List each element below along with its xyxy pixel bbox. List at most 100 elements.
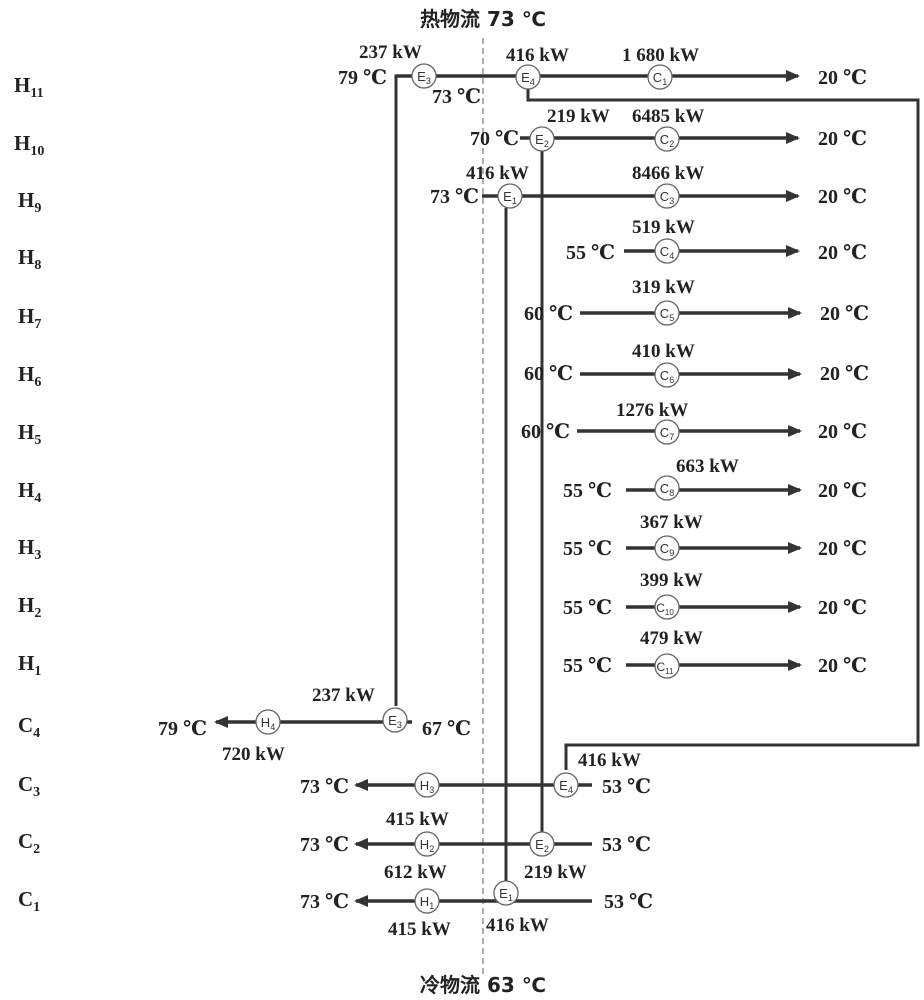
exchanger-circle bbox=[654, 535, 680, 561]
duty-label: 416 kW bbox=[486, 915, 549, 936]
temperature-label: 20 ℃ bbox=[818, 242, 867, 264]
connection-e3 bbox=[394, 74, 412, 706]
duty-label: 219 kW bbox=[547, 106, 610, 127]
duty-label: 663 kW bbox=[676, 456, 739, 477]
duty-label: 415 kW bbox=[388, 919, 451, 940]
exchanger-circle bbox=[255, 709, 281, 735]
duty-label: 720 kW bbox=[222, 744, 285, 765]
cooler-c11: C11 bbox=[654, 653, 680, 679]
duty-label: 416 kW bbox=[578, 750, 641, 771]
temperature-label: 55 ℃ bbox=[566, 242, 615, 264]
exchanger-e1-cold: E1 bbox=[493, 880, 519, 906]
duty-label: 237 kW bbox=[312, 685, 375, 706]
exchanger-label: C7 bbox=[660, 425, 674, 442]
exchanger-circle bbox=[654, 300, 680, 326]
stream-label-h4: H4 bbox=[18, 478, 41, 506]
exchanger-circle bbox=[553, 772, 579, 798]
temperature-label: 79 ℃ bbox=[338, 67, 387, 89]
exchanger-e1-hot: E1 bbox=[497, 183, 523, 209]
cooler-c4: C4 bbox=[654, 238, 680, 264]
exchanger-label: C9 bbox=[660, 541, 674, 558]
exchanger-circle bbox=[529, 831, 555, 857]
connection-e4 bbox=[526, 89, 920, 770]
exchanger-circle bbox=[654, 362, 680, 388]
cooler-c8: C8 bbox=[654, 475, 680, 501]
exchanger-label: E2 bbox=[535, 837, 549, 854]
exchanger-label: H4 bbox=[261, 715, 275, 732]
exchanger-e4-cold: E4 bbox=[553, 772, 579, 798]
exchanger-circle bbox=[414, 888, 440, 914]
exchanger-circle bbox=[654, 475, 680, 501]
temperature-label: 20 ℃ bbox=[818, 597, 867, 619]
stream-label-h10: H10 bbox=[14, 131, 44, 159]
duty-label: 237 kW bbox=[359, 42, 422, 63]
duty-label: 1276 kW bbox=[616, 400, 688, 421]
exchanger-label: E1 bbox=[503, 189, 517, 206]
stream-label-h2: H2 bbox=[18, 593, 41, 621]
cooler-c2: C2 bbox=[654, 126, 680, 152]
duty-label: 612 kW bbox=[384, 862, 447, 883]
exchanger-label: E4 bbox=[521, 70, 535, 87]
temperature-labels: 79 ℃ 73 ℃ 20 ℃ 70 ℃ 20 ℃ 73 ℃ 20 ℃ 55 ℃ … bbox=[158, 67, 869, 913]
exchanger-label: C1 bbox=[653, 70, 667, 87]
exchanger-label: C6 bbox=[660, 368, 674, 385]
temperature-label: 73 ℃ bbox=[300, 776, 349, 798]
temperature-label: 53 ℃ bbox=[602, 776, 651, 798]
temperature-label: 55 ℃ bbox=[563, 655, 612, 677]
hot-stream-lines bbox=[396, 70, 802, 671]
cooler-c6: C6 bbox=[654, 362, 680, 388]
heater-h2: H2 bbox=[414, 831, 440, 857]
temperature-label: 20 ℃ bbox=[818, 421, 867, 443]
exchanger-circle bbox=[529, 126, 555, 152]
temperature-label: 79 ℃ bbox=[158, 718, 207, 740]
temperature-label: 20 ℃ bbox=[818, 128, 867, 150]
cooler-c5: C5 bbox=[654, 300, 680, 326]
cooler-c10: C10 bbox=[654, 594, 680, 620]
duty-label: 410 kW bbox=[632, 341, 695, 362]
stream-label-h5: H5 bbox=[18, 420, 41, 448]
stream-label-h7: H7 bbox=[18, 304, 41, 332]
stream-label-h1: H1 bbox=[18, 651, 41, 679]
temperature-label: 60 ℃ bbox=[524, 363, 573, 385]
exchanger-e3-cold: E3 bbox=[382, 707, 408, 733]
exchanger-label: C5 bbox=[660, 306, 674, 323]
cooler-c1: C1 bbox=[647, 64, 673, 90]
exchanger-circle bbox=[654, 238, 680, 264]
temperature-label: 55 ℃ bbox=[563, 597, 612, 619]
exchanger-circle bbox=[414, 772, 440, 798]
temperature-label: 20 ℃ bbox=[818, 655, 867, 677]
duty-label: 479 kW bbox=[640, 628, 703, 649]
exchanger-label: E4 bbox=[559, 778, 573, 795]
exchanger-label: H3 bbox=[420, 778, 434, 795]
heater-h4: H4 bbox=[255, 709, 281, 735]
exchanger-label: C8 bbox=[660, 481, 674, 498]
exchanger-label: H2 bbox=[420, 837, 434, 854]
hot-stream-pinch-title: 热物流 73 ℃ bbox=[420, 7, 546, 31]
exchanger-circle bbox=[411, 63, 437, 89]
heater-h1: H1 bbox=[414, 888, 440, 914]
temperature-label: 20 ℃ bbox=[818, 67, 867, 89]
temperature-label: 73 ℃ bbox=[300, 891, 349, 913]
exchanger-circle bbox=[515, 64, 541, 90]
exchanger-label: E1 bbox=[499, 886, 513, 903]
temperature-label: 73 ℃ bbox=[432, 86, 481, 108]
duty-label: 6485 kW bbox=[632, 106, 704, 127]
exchanger-circle bbox=[382, 707, 408, 733]
exchanger-circle bbox=[497, 183, 523, 209]
stream-label-h3: H3 bbox=[18, 535, 41, 563]
temperature-label: 20 ℃ bbox=[818, 480, 867, 502]
heat-duty-labels: 237 kW 416 kW 1 680 kW 219 kW 6485 kW 41… bbox=[222, 42, 739, 940]
exchanger-label: C4 bbox=[660, 244, 674, 261]
duty-label: 319 kW bbox=[632, 277, 695, 298]
exchanger-e3-hot: E3 bbox=[411, 63, 437, 89]
temperature-label: 60 ℃ bbox=[524, 303, 573, 325]
duty-label: 519 kW bbox=[632, 217, 695, 238]
temperature-label: 20 ℃ bbox=[820, 303, 869, 325]
exchanger-circle bbox=[654, 594, 680, 620]
exchanger-nodes: E3 E4 C1 E2 C2 bbox=[255, 63, 680, 914]
stream-label-c1: C1 bbox=[18, 887, 40, 915]
duty-label: 219 kW bbox=[524, 862, 587, 883]
temperature-label: 20 ℃ bbox=[818, 538, 867, 560]
exchanger-e2-hot: E2 bbox=[529, 126, 555, 152]
exchanger-label: C11 bbox=[657, 660, 675, 676]
